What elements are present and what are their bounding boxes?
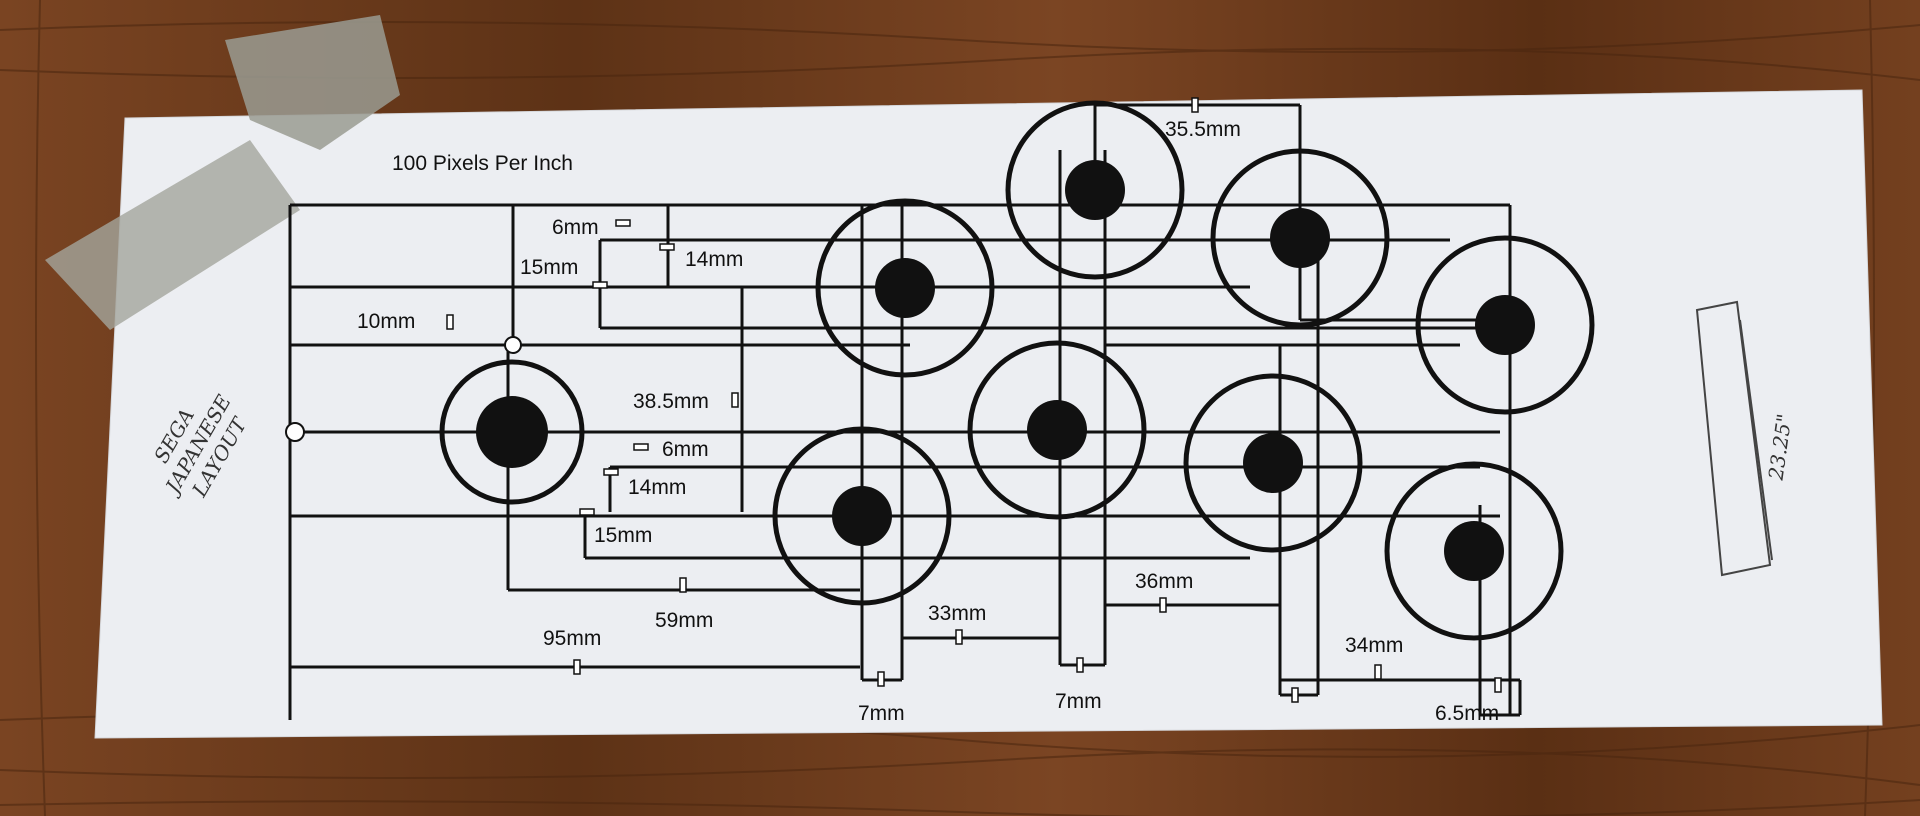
dimension-markers (446, 97, 1502, 703)
button-circle-2 (1005, 100, 1185, 280)
joystick-circle (439, 359, 585, 505)
anchor-circle (504, 336, 522, 354)
tape-piece (225, 15, 400, 150)
paper-sheet (94, 89, 1883, 739)
dim-7mm-a: 7mm (858, 702, 905, 725)
dim-6mm-top: 6mm (552, 216, 599, 239)
button-circle-3 (1210, 148, 1390, 328)
dim-33mm: 33mm (928, 602, 986, 625)
buttons (439, 100, 1595, 641)
button-circle-8 (1384, 461, 1564, 641)
measurement-sketch (1695, 300, 1773, 577)
dim-10mm: 10mm (357, 310, 415, 333)
dim-15mm-top: 15mm (520, 256, 578, 279)
dim-35-5mm: 35.5mm (1165, 118, 1241, 141)
button-circle-4 (1415, 235, 1595, 415)
dim-14mm-top: 14mm (685, 248, 743, 271)
dim-7mm-b: 7mm (1055, 690, 1102, 713)
dim-15mm-mid: 15mm (594, 524, 652, 547)
dim-6-5mm: 6.5mm (1435, 702, 1499, 725)
dim-38-5mm: 38.5mm (633, 390, 709, 413)
button-circle-5 (772, 426, 952, 606)
template-header: 100 Pixels Per Inch (392, 152, 573, 175)
dim-14mm-mid: 14mm (628, 476, 686, 499)
anchor-circle-left (285, 422, 305, 442)
button-circle-1 (815, 198, 995, 378)
dim-36mm: 36mm (1135, 570, 1193, 593)
dim-34mm: 34mm (1345, 634, 1403, 657)
dim-59mm: 59mm (655, 609, 713, 632)
button-circle-6 (967, 340, 1147, 520)
tape-piece-left (45, 140, 300, 330)
button-circle-7 (1183, 373, 1363, 553)
dim-95mm: 95mm (543, 627, 601, 650)
dim-6mm-mid: 6mm (662, 438, 709, 461)
